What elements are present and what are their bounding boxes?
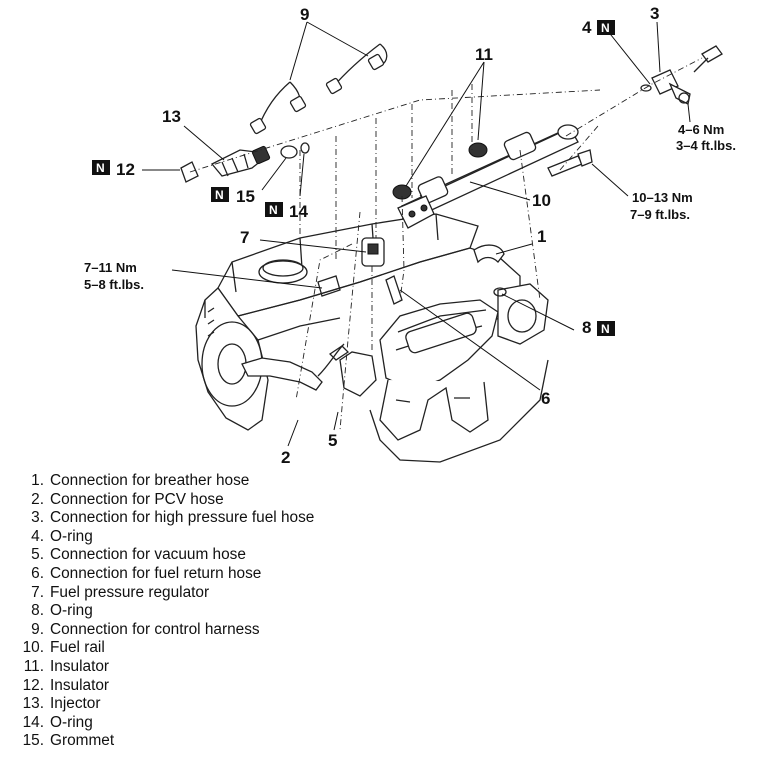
legend-item-text: Connection for PCV hose (50, 490, 224, 508)
legend-item: 9. Connection for control harness (14, 621, 314, 640)
callout-10: 10 (532, 191, 551, 210)
legend-item-number: 8. (31, 602, 44, 620)
legend-item: 15. Grommet (14, 732, 314, 751)
legend-item-text: Insulator (50, 657, 110, 675)
legend-item: 6. Connection for fuel return hose (14, 565, 314, 584)
callouts: 9 11 13 N 12 N 15 N 14 10 4 N 3 7 1 8 N … (92, 4, 659, 467)
legend-item-number: 5. (31, 546, 44, 564)
torque-specs: 4–6 Nm 3–4 ft.lbs. 10–13 Nm 7–9 ft.lbs. … (84, 122, 736, 292)
legend-item-number: 14. (22, 713, 44, 731)
callout-4: 4 (582, 18, 592, 37)
torque-bolt-7-ftlbs: 5–8 ft.lbs. (84, 277, 144, 292)
legend-item-number: 1. (31, 472, 44, 489)
new-part-marker-15-letter: N (215, 188, 224, 202)
legend-item: 14. O-ring (14, 714, 314, 733)
callout-2: 2 (281, 448, 290, 467)
legend-item: 5. Connection for vacuum hose (14, 546, 314, 565)
new-part-marker-4-letter: N (601, 21, 610, 35)
legend-item-text: Grommet (50, 732, 115, 750)
legend-item-text: Connection for control harness (50, 620, 260, 638)
torque-bolt-10-nm: 10–13 Nm (632, 190, 693, 205)
legend-item-text: O-ring (50, 713, 93, 731)
legend-item-text: Connection for fuel return hose (50, 564, 262, 582)
callout-12: 12 (116, 160, 135, 179)
control-harness (249, 43, 388, 135)
legend-item: 3. Connection for high pressure fuel hose (14, 509, 314, 528)
callout-5: 5 (328, 431, 337, 450)
legend-item-number: 15. (22, 732, 44, 750)
new-part-marker-12 (92, 160, 110, 175)
legend-item: 2. Connection for PCV hose (14, 491, 314, 510)
new-part-marker-14-letter: N (269, 203, 278, 217)
torque-bolt-3-ftlbs: 3–4 ft.lbs. (676, 138, 736, 153)
new-part-marker-4 (597, 20, 615, 35)
legend-item: 11. Insulator (14, 658, 314, 677)
engine-assembly (195, 213, 549, 463)
legend-item: 8. O-ring (14, 602, 314, 621)
callout-7: 7 (240, 228, 249, 247)
injector-parts (180, 142, 310, 183)
legend-item-text: Connection for vacuum hose (50, 546, 246, 564)
legend-item-number: 11. (23, 657, 44, 675)
callout-13: 13 (162, 107, 181, 126)
leader-lines (142, 21, 691, 447)
legend-item-text: Connection for high pressure fuel hose (50, 509, 315, 527)
legend-item-text: O-ring (50, 527, 93, 545)
legend-item-text: Injector (50, 695, 101, 713)
legend-item-text: Insulator (50, 676, 110, 694)
callout-9: 9 (300, 5, 309, 24)
legend-item: 7. Fuel pressure regulator (14, 584, 314, 603)
callout-6: 6 (541, 389, 550, 408)
exploded-view-diagram: 9 11 13 N 12 N 15 N 14 10 4 N 3 7 1 8 N … (84, 4, 736, 467)
legend-item-number: 12. (22, 676, 44, 694)
parts-legend: 1. Connection for breather hose 2. Connecti… (14, 472, 315, 751)
new-part-marker-12-letter: N (96, 161, 105, 175)
legend-item-number: 4. (31, 527, 44, 545)
legend-item-number: 2. (31, 490, 44, 508)
callout-11: 11 (475, 45, 493, 64)
callout-1: 1 (537, 227, 546, 246)
legend-item: 12. Insulator (14, 677, 314, 696)
legend-item-number: 13. (22, 695, 44, 713)
legend-item-number: 3. (31, 509, 44, 527)
new-part-marker-8 (597, 321, 615, 336)
assembly-lines (189, 57, 703, 431)
legend-item: 4. O-ring (14, 528, 314, 547)
legend-item: 1. Connection for breather hose (14, 472, 314, 491)
legend-item-number: 6. (31, 564, 44, 582)
callout-8: 8 (582, 318, 591, 337)
callout-15: 15 (236, 187, 255, 206)
callout-14: 14 (289, 202, 308, 221)
new-part-marker-8-letter: N (601, 322, 610, 336)
torque-bolt-3-nm: 4–6 Nm (678, 122, 724, 137)
new-part-marker-15 (211, 187, 229, 202)
legend-item-number: 10. (22, 639, 44, 657)
torque-bolt-7-nm: 7–11 Nm (84, 260, 137, 275)
legend-item: 13. Injector (14, 695, 314, 714)
legend-item: 10. Fuel rail (14, 639, 314, 658)
callout-3: 3 (650, 4, 659, 23)
fuel-rail-assembly (392, 45, 723, 229)
legend-item-text: Connection for breather hose (50, 472, 250, 489)
new-part-marker-14 (265, 202, 283, 217)
legend-item-text: Fuel rail (50, 639, 105, 657)
legend-item-number: 9. (31, 620, 44, 638)
legend-item-number: 7. (31, 583, 44, 601)
legend-item-text: O-ring (50, 602, 93, 620)
torque-bolt-10-ftlbs: 7–9 ft.lbs. (630, 207, 690, 222)
legend-item-text: Fuel pressure regulator (50, 583, 210, 601)
